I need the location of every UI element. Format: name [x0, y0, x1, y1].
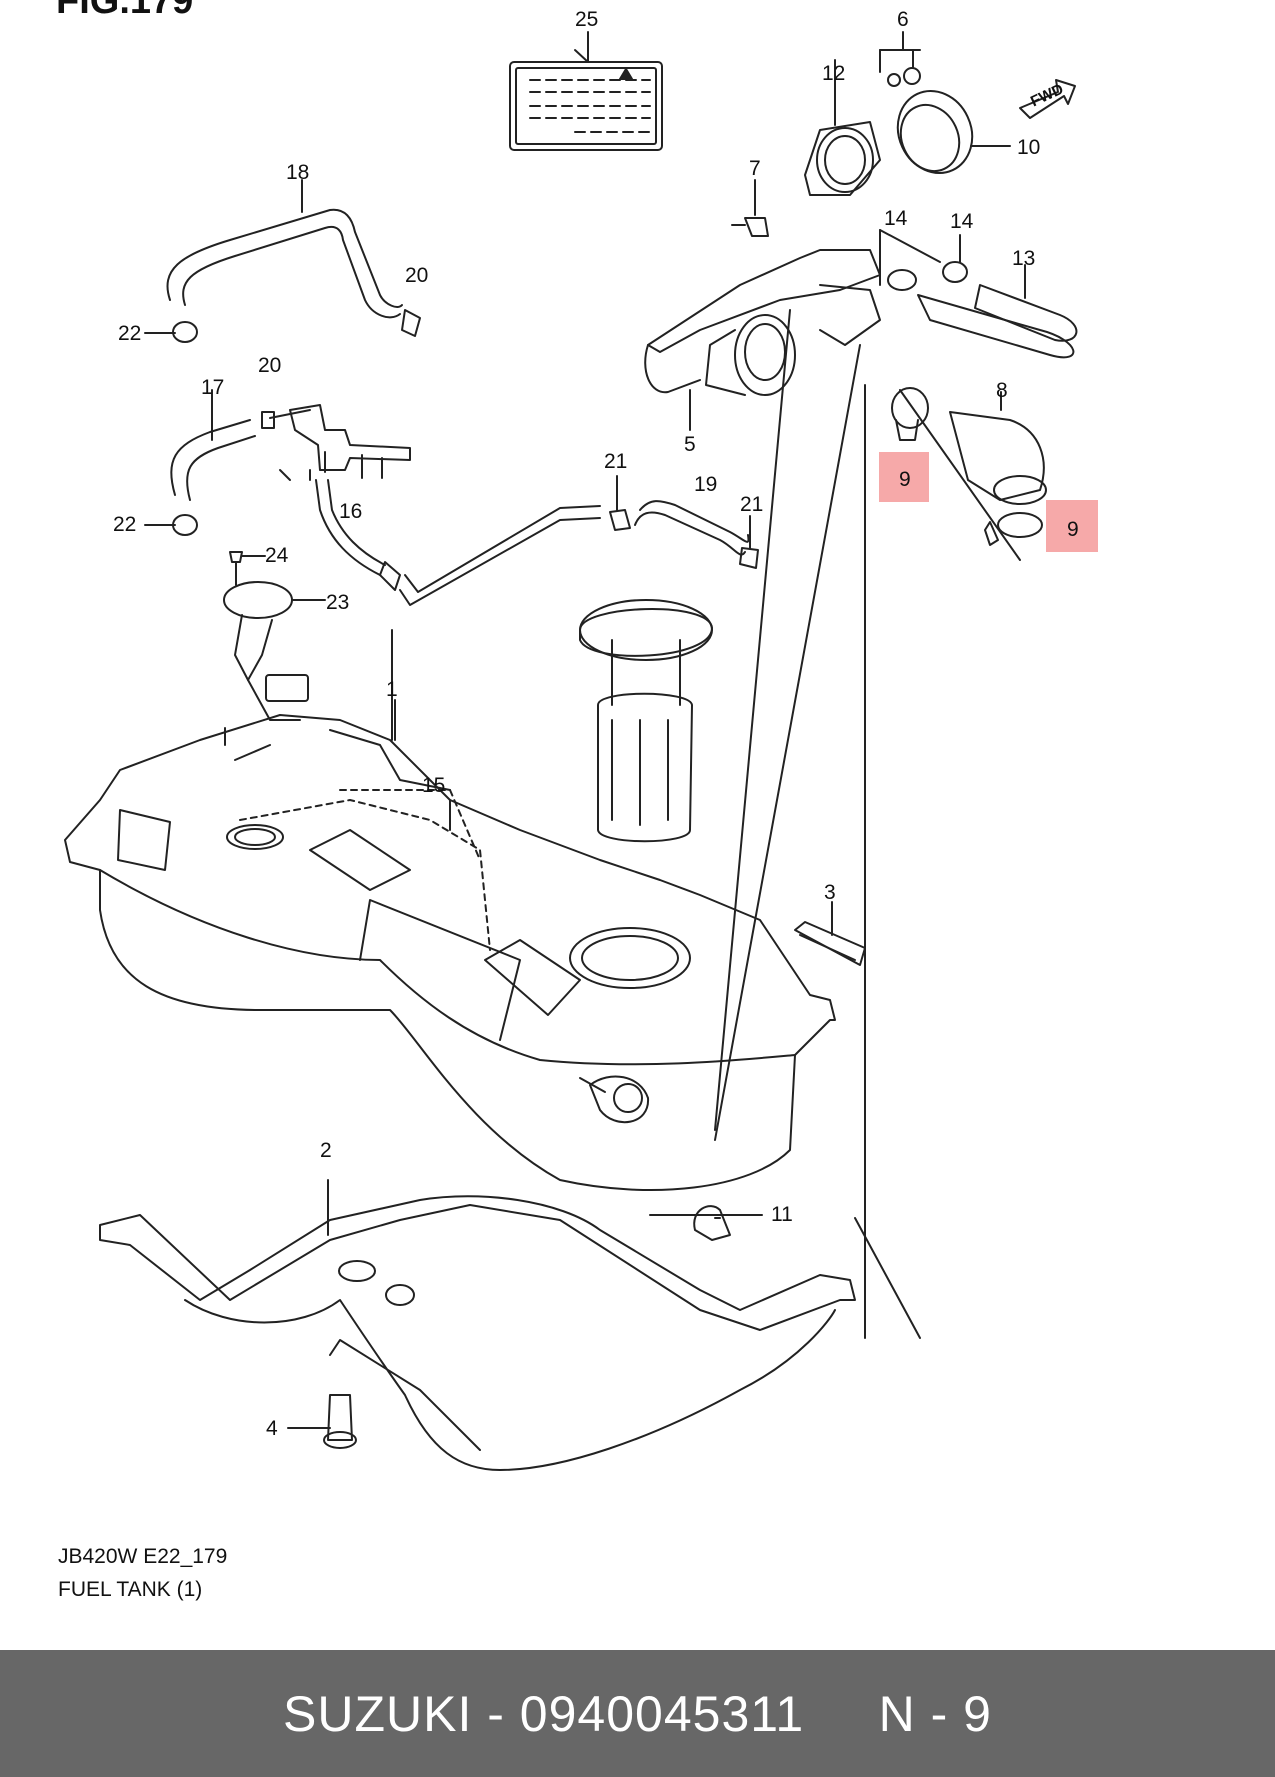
part-number-12: 12 [822, 62, 846, 85]
part-number-6: 6 [897, 8, 909, 31]
part-number-14-left: 14 [884, 207, 908, 230]
part-number-1: 1 [386, 678, 398, 701]
part-number-24: 24 [265, 544, 289, 567]
part-number-11: 11 [771, 1203, 793, 1226]
parts-diagram: FIG.179 [56, 0, 1098, 1601]
filler-housing-drawing [804, 59, 881, 196]
diagram-title: FUEL TANK (1) [58, 1578, 203, 1601]
highlight-box-right [1046, 500, 1098, 552]
bolt-6-drawing [879, 31, 921, 87]
part-number-17: 17 [201, 376, 225, 399]
part-info-footer: SUZUKI - 0940045311 N - 9 [0, 1650, 1275, 1777]
part-number-10: 10 [1017, 136, 1041, 159]
part-number-20: 20 [405, 264, 429, 287]
caution-label-drawing [509, 49, 663, 151]
hose-16-drawing [315, 479, 601, 606]
highlight-box-left [879, 452, 929, 502]
part-number-19: 19 [694, 473, 718, 496]
valve-assembly-drawing [261, 404, 411, 481]
part-number-16: 16 [339, 500, 363, 523]
fwd-arrow-icon [1019, 79, 1076, 119]
hose-8-drawing [891, 387, 1047, 546]
part-number-21-left: 21 [604, 450, 628, 473]
part-number-5: 5 [684, 433, 696, 456]
part-number-8: 8 [996, 379, 1008, 402]
part-number-4: 4 [266, 1417, 278, 1440]
part-number-14-right: 14 [950, 210, 974, 233]
filler-pipe-drawing [644, 249, 881, 431]
hose-17-drawing [144, 332, 256, 536]
part-number-25: 25 [575, 8, 599, 31]
part-number-22-lower: 22 [113, 513, 137, 536]
part-number-9-left: 9 [899, 468, 911, 491]
hose-18-drawing [166, 179, 421, 343]
part-number-3: 3 [824, 881, 836, 904]
part-number-20-lower: 20 [258, 354, 282, 377]
part-info-text: SUZUKI - 0940045311 N - 9 [283, 1685, 992, 1742]
bolt-4-drawing [287, 1394, 357, 1449]
part-number-13: 13 [1012, 247, 1036, 270]
part-number-9-right: 9 [1067, 518, 1079, 541]
bolt-7-drawing [731, 179, 769, 237]
leader-lines [391, 31, 1021, 1339]
part-number-23: 23 [326, 591, 350, 614]
insulator-3-drawing [794, 901, 866, 966]
part-number-22: 22 [118, 322, 142, 345]
part-number-15: 15 [422, 774, 446, 797]
hose-13-drawing [879, 229, 1078, 359]
part-number-2: 2 [320, 1139, 332, 1162]
sender-23-drawing [223, 551, 326, 721]
part-number-7: 7 [749, 157, 761, 180]
heat-shield-drawing [99, 1179, 856, 1471]
figure-label: FIG.179 [56, 0, 194, 22]
diagram-code: JB420W E22_179 [58, 1545, 228, 1568]
part-number-21-right: 21 [740, 493, 764, 516]
part-number-18: 18 [286, 161, 310, 184]
diagram-drawing [64, 31, 1078, 1471]
fuel-tank-drawing [64, 699, 836, 1241]
fuel-pump-drawing [579, 599, 713, 843]
hose-19-drawing [609, 475, 759, 569]
fuel-cap-drawing [896, 90, 1011, 174]
